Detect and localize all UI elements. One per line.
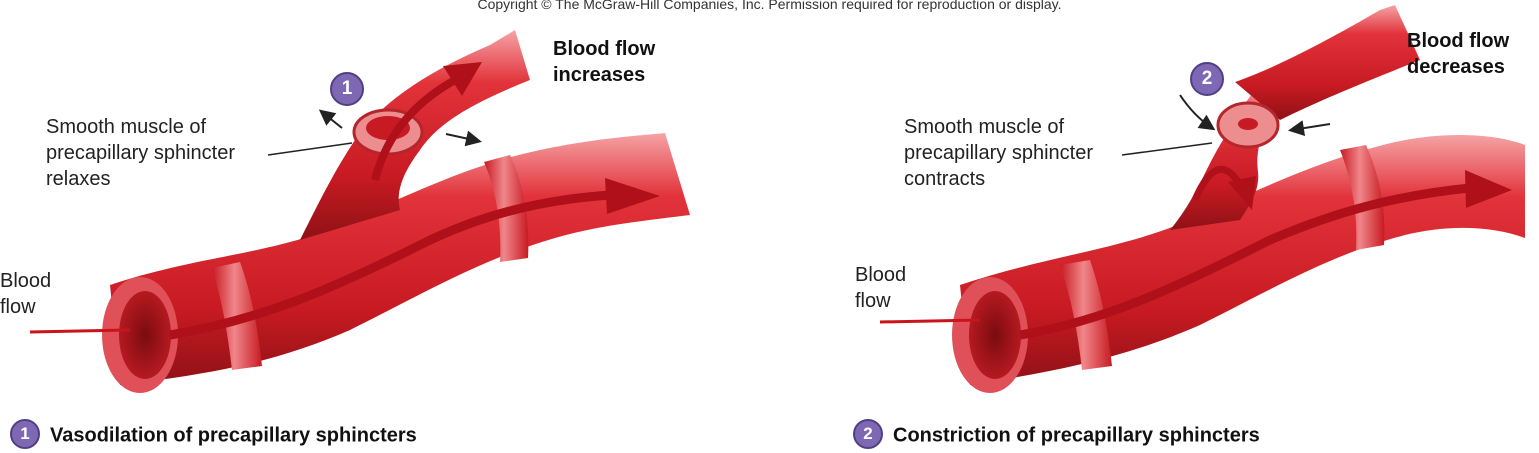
capillary-flow-arrow	[371, 76, 457, 181]
step-1-badge: 1	[330, 72, 364, 106]
muscle-band	[1340, 145, 1385, 250]
leader-line	[1121, 142, 1213, 156]
inflow-arrow	[879, 318, 981, 324]
inflow-arrow	[29, 328, 131, 334]
copyright-notice: Copyright © The McGraw-Hill Companies, I…	[477, 0, 1062, 12]
panel-1-vessels	[29, 30, 690, 393]
leader-line	[267, 142, 353, 156]
caption-1-badge: 1	[10, 419, 40, 449]
panel-2-vessels	[879, 5, 1525, 393]
caption-2-badge: 2	[853, 419, 883, 449]
main-flow-arrow	[169, 190, 611, 340]
main-flow-arrow	[1019, 183, 1471, 340]
diverted-flow-arrow	[1191, 165, 1244, 202]
capillary-vessel	[1235, 5, 1420, 120]
step-2-badge: 2	[1190, 62, 1224, 96]
